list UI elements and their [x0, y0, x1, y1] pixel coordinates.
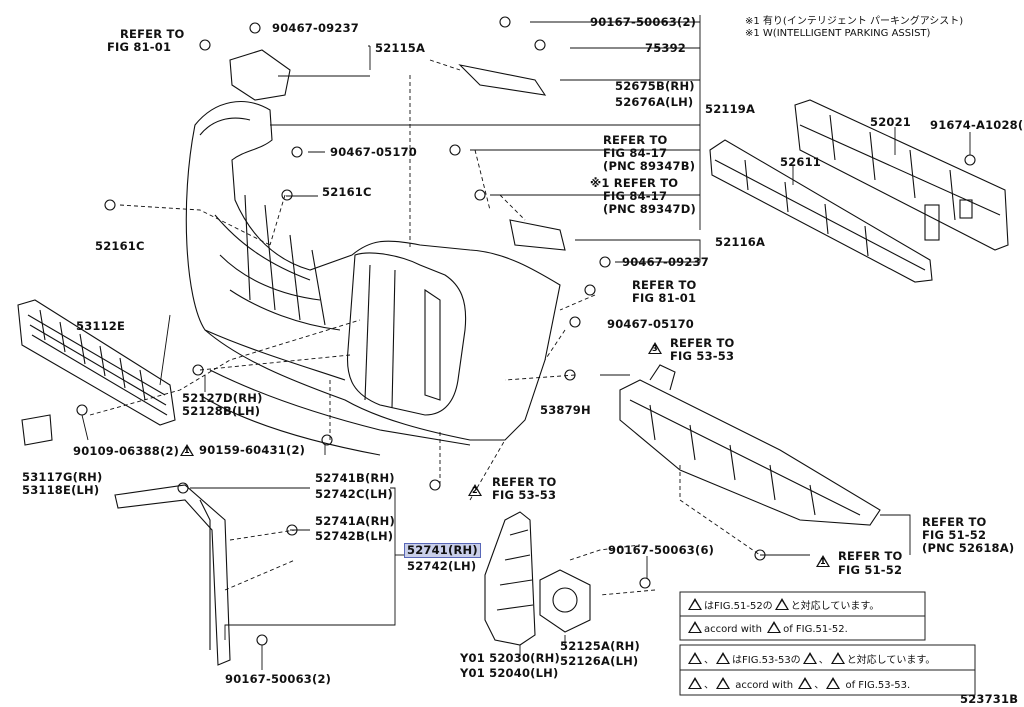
legend-row-3: 、はFIG.53-53の、と対応しています。 [686, 651, 935, 666]
refer-fig51-52-b[interactable]: REFER TO [838, 549, 903, 563]
part-52675B[interactable]: 52675B(RH) [615, 79, 695, 93]
refer-fig84-17-a[interactable]: REFER TO [603, 133, 668, 147]
legend-row-4: 、 accord with 、 of FIG.53-53. [686, 676, 910, 691]
refer-fig51-52-b-fig[interactable]: FIG 51-52 [838, 563, 903, 577]
note-ipa-jp: ※1 有り(インテリジェント パーキングアシスト) [745, 16, 964, 27]
refer-fig53-53-b[interactable]: REFER TO [492, 475, 557, 489]
part-52741B[interactable]: 52741B(RH) [315, 471, 395, 485]
part-52128B[interactable]: 52128B(LH) [182, 404, 261, 418]
bumper-reinforcement-drawing [709, 99, 1009, 283]
part-52126A[interactable]: 52126A(LH) [560, 654, 639, 668]
marker-2-legend-c [688, 677, 702, 689]
part-52611[interactable]: 52611 [780, 155, 822, 169]
part-52127D[interactable]: 52127D(RH) [182, 391, 263, 405]
part-90109-06388[interactable]: 90109-06388(2) [73, 444, 180, 458]
part-52021[interactable]: 52021 [870, 115, 912, 129]
fog-cover-drawing [484, 511, 536, 646]
marker-1-legend-c [688, 621, 702, 633]
part-90467-09237-b[interactable]: 90467-09237 [622, 255, 709, 269]
bumper-cover-drawing [185, 101, 561, 456]
part-90167-50063-6[interactable]: 90167-50063(6) [608, 543, 715, 557]
refer-fig53-53-a-fig[interactable]: FIG 53-53 [670, 349, 735, 363]
marker-3-legend-a [716, 652, 730, 664]
part-91674-A1028[interactable]: 91674-A1028(8) [930, 118, 1024, 132]
fog-bracket-drawing [539, 569, 591, 633]
side-moulding-drawing [114, 484, 231, 666]
part-90159-60431[interactable]: 90159-60431(2) [199, 443, 306, 457]
part-52741A[interactable]: 52741A(RH) [315, 514, 395, 528]
legend-row-1: はFIG.51-52のと対応しています。 [686, 597, 879, 612]
refer-fig81-01-b[interactable]: REFER TO [632, 278, 697, 292]
refer-fig51-52-a-fig[interactable]: FIG 51-52 [922, 528, 987, 542]
part-53879H[interactable]: 53879H [540, 403, 591, 417]
refer-fig84-17-a-pnc[interactable]: (PNC 89347B) [603, 159, 696, 173]
refer-fig53-53-b-fig[interactable]: FIG 53-53 [492, 488, 557, 502]
marker-3-legend-c [716, 677, 730, 689]
brackets-drawing [21, 16, 976, 646]
refer-fig84-17-b-fig[interactable]: FIG 84-17 [603, 189, 668, 203]
marker-1-legend-b [774, 598, 789, 610]
marker-1-a: 1 [178, 442, 196, 460]
refer-fig51-52-a[interactable]: REFER TO [922, 515, 987, 529]
refer-fig84-17-a-fig[interactable]: FIG 84-17 [603, 146, 668, 160]
refer-fig81-01-b-ref[interactable]: FIG 81-01 [632, 291, 697, 305]
marker-1-b: 1 [814, 553, 832, 571]
refer-fig81-01-top-ref[interactable]: FIG 81-01 [107, 40, 172, 54]
part-52742[interactable]: 52742(LH) [407, 559, 477, 573]
refer-fig51-52-a-pnc[interactable]: (PNC 52618A) [922, 541, 1015, 555]
part-90467-05170-a[interactable]: 90467-05170 [330, 145, 417, 159]
marker-2-legend-d [798, 677, 813, 689]
part-90167-50063-2-top[interactable]: 90167-50063(2) [590, 15, 697, 29]
refer-fig53-53-a[interactable]: REFER TO [670, 336, 735, 350]
marker-1-legend-a [688, 598, 702, 610]
lower-cover-drawing [619, 364, 881, 526]
marker-2-legend-b [802, 652, 817, 664]
part-53112E[interactable]: 53112E [76, 319, 126, 333]
part-52161C-a[interactable]: 52161C [322, 185, 372, 199]
leader-lines [81, 15, 971, 670]
marker-2-a: 2 [466, 482, 484, 500]
refer-fig84-17-b-pnc[interactable]: (PNC 89347D) [603, 202, 696, 216]
marker-3-legend-d [826, 677, 841, 689]
part-52742B[interactable]: 52742B(LH) [315, 529, 394, 543]
part-52742C[interactable]: 52742C(LH) [315, 487, 393, 501]
marker-3-a: 3 [646, 340, 664, 358]
dashed-lines [89, 59, 761, 596]
part-75392[interactable]: 75392 [645, 41, 687, 55]
part-52115A[interactable]: 52115A [375, 41, 426, 55]
part-52676A[interactable]: 52676A(LH) [615, 95, 694, 109]
part-90467-05170-b[interactable]: 90467-05170 [607, 317, 694, 331]
part-52119A[interactable]: 52119A [705, 102, 756, 116]
marker-2-legend-a [688, 652, 702, 664]
part-52741-highlighted[interactable]: 52741(RH) [404, 543, 481, 558]
part-90467-09237-top[interactable]: 90467-09237 [272, 21, 359, 35]
part-52161C-b[interactable]: 52161C [95, 239, 145, 253]
part-53118E[interactable]: 53118E(LH) [22, 483, 100, 497]
part-53117G[interactable]: 53117G(RH) [22, 470, 103, 484]
part-52116A[interactable]: 52116A [715, 235, 766, 249]
refer-fig84-17-b[interactable]: ※1 REFER TO [590, 176, 679, 190]
part-Y01-52030[interactable]: Y01 52030(RH) [460, 651, 560, 665]
note-ipa-en: ※1 W(INTELLIGENT PARKING ASSIST) [745, 28, 931, 39]
marker-3-legend-b [830, 652, 845, 664]
part-90167-50063-2-bottom[interactable]: 90167-50063(2) [225, 672, 332, 686]
marker-1-legend-d [767, 621, 782, 633]
part-52125A[interactable]: 52125A(RH) [560, 639, 640, 653]
part-Y01-52040[interactable]: Y01 52040(LH) [460, 666, 559, 680]
diagram-id: 523731B [960, 692, 1019, 706]
legend-row-2: accord with of FIG.51-52. [686, 621, 848, 635]
lower-grille-drawing [17, 299, 176, 426]
refer-fig81-01-top[interactable]: REFER TO [120, 27, 185, 41]
